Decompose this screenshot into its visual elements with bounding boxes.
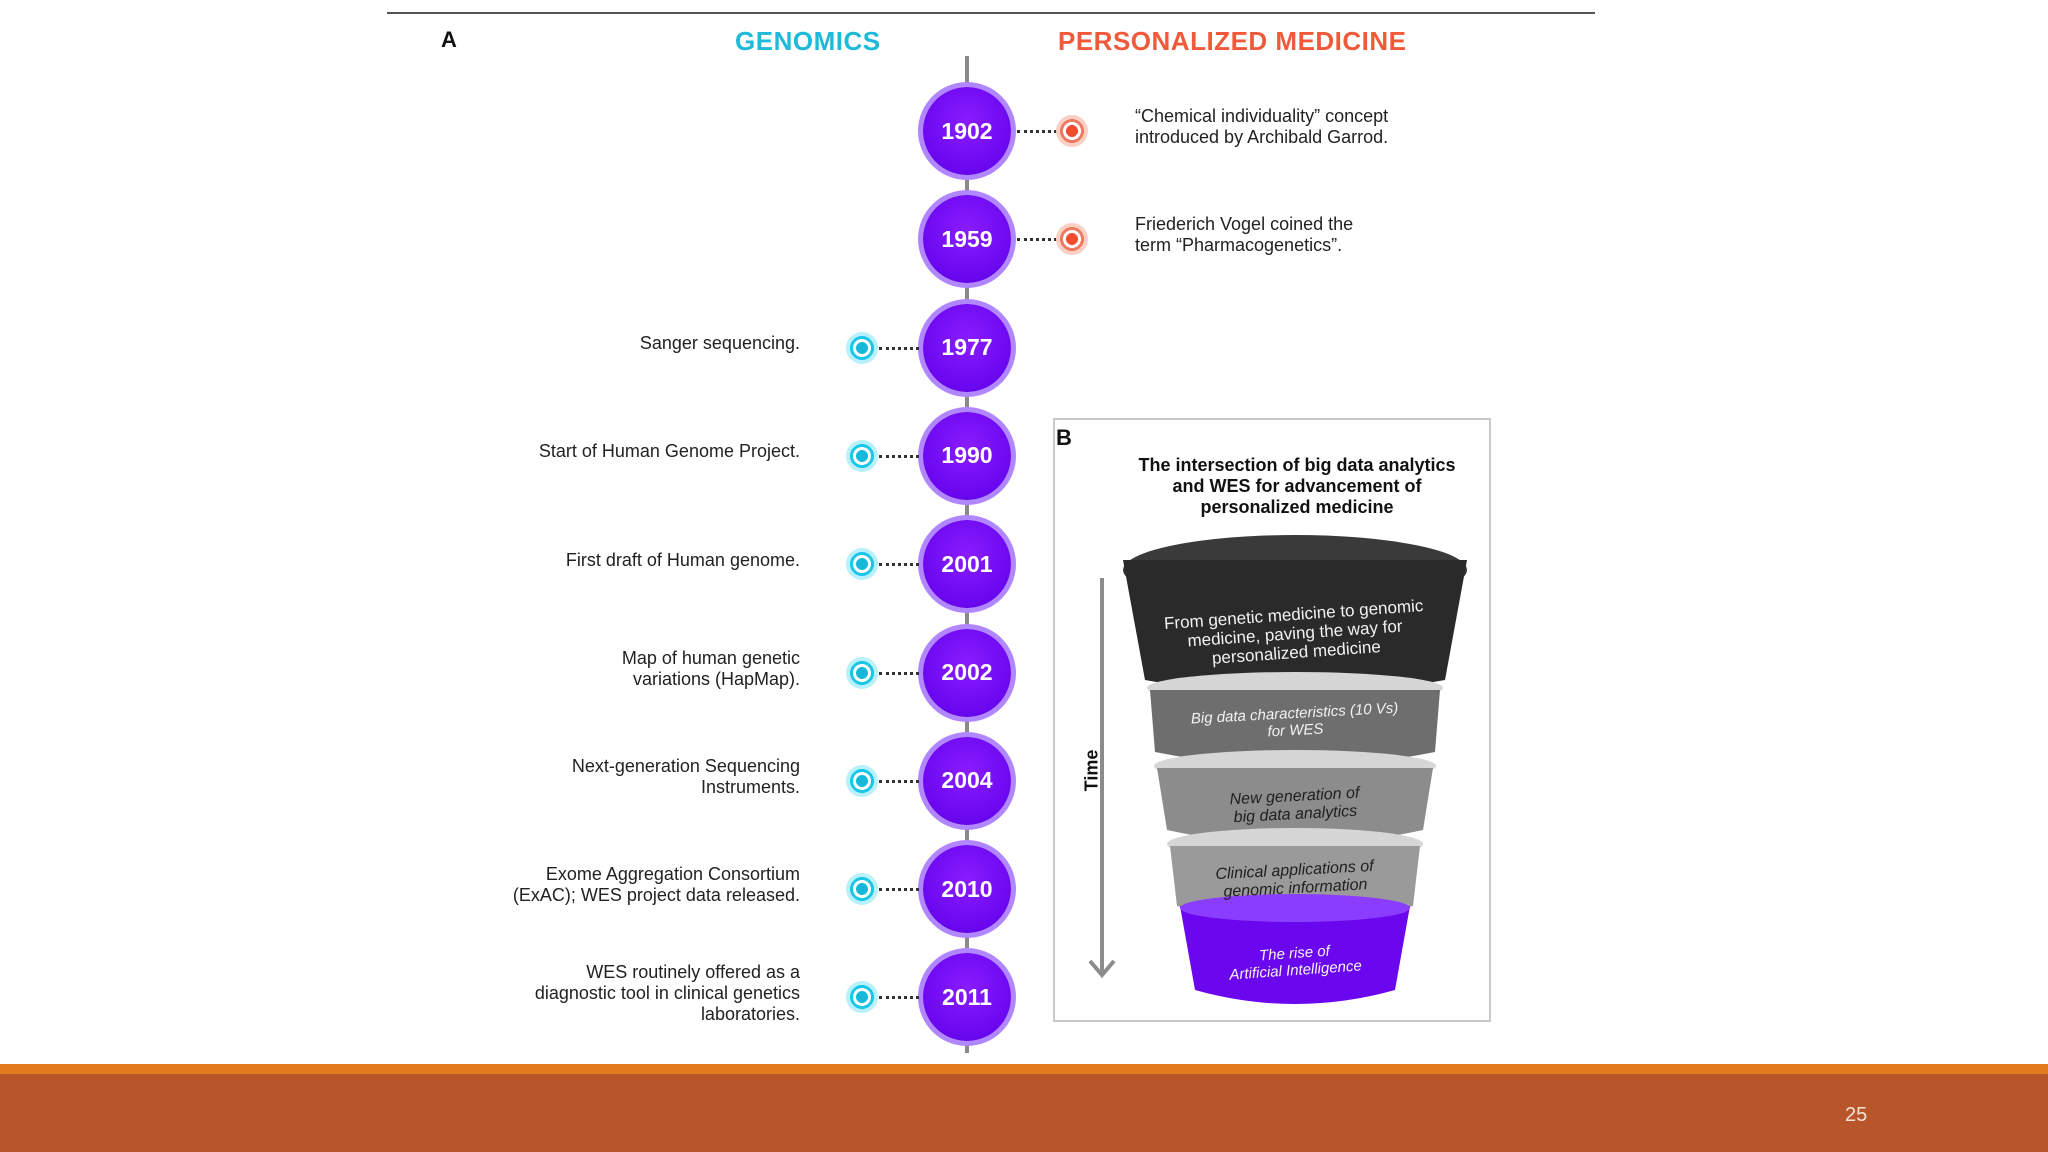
genomics-heading: GENOMICS (735, 26, 881, 56)
genomics-marker-icon (846, 548, 878, 581)
genomics-marker-icon (846, 331, 878, 364)
event-line: diagnostic tool in clinical genetics (534, 982, 800, 1003)
connector (879, 346, 919, 350)
year-node-1902: 1902 (923, 87, 1011, 175)
time-axis-label: Time (1081, 749, 1102, 792)
event-line: “Chemical individuality” concept (1135, 106, 1389, 126)
funnel-layer-5 (1180, 906, 1410, 1004)
page-number: 25 (1845, 1104, 1868, 1126)
event-line: WES routinely offered as a (586, 961, 800, 982)
panel-b-label: B (1056, 425, 1072, 450)
funnel-ai-top (1180, 894, 1410, 922)
funnel-diagram (1123, 535, 1467, 1004)
event-line: Instruments. (700, 776, 800, 797)
footer-band (0, 1064, 2048, 1152)
funnel-layer-3 (1157, 768, 1433, 844)
year-node-1977: 1977 (923, 303, 1011, 392)
connector (879, 563, 919, 567)
year-node-2010: 2010 (923, 845, 1011, 934)
top-rule (387, 12, 1595, 14)
genomics-event-text: Exome Aggregation Consortium(ExAC); WES … (440, 864, 800, 906)
connector (879, 671, 919, 675)
year-node-2004: 2004 (923, 736, 1011, 825)
genomics-event-text: Start of Human Genome Project. (440, 441, 800, 462)
connector (879, 996, 919, 1000)
genomics-marker-icon (846, 764, 878, 797)
event-line: introduced by Archibald Garrod. (1135, 127, 1389, 147)
genomics-marker-icon (846, 873, 878, 906)
event-line: Next-generation Sequencing (571, 755, 800, 776)
event-line: variations (HapMap). (632, 668, 800, 689)
event-line: term “Pharmacogenetics”. (1135, 235, 1343, 256)
funnel-layer-1 (1123, 560, 1467, 694)
time-arrow (1088, 578, 1116, 979)
connector (879, 888, 919, 892)
event-line: Map of human genetic (621, 647, 800, 668)
event-line: laboratories. (700, 1003, 800, 1024)
personalized-medicine-marker-icon (1056, 115, 1088, 147)
event-line: Sanger sequencing. (639, 333, 800, 354)
connector (1017, 130, 1057, 133)
connector (879, 454, 919, 458)
genomics-event-text: First draft of Human genome. (440, 550, 800, 571)
personalized-medicine-marker-icon (1056, 223, 1088, 256)
footer-stripe (0, 1064, 2048, 1074)
event-line: First draft of Human genome. (565, 549, 800, 570)
year-node-1959: 1959 (923, 195, 1011, 284)
event-line: (ExAC); WES project data released. (512, 885, 800, 906)
year-node-1990: 1990 (923, 411, 1011, 500)
panel-b-title-line: personalized medicine (1200, 497, 1394, 517)
panel-b-title-line: The intersection of big data analytics (1138, 455, 1456, 475)
genomics-event-text: Sanger sequencing. (440, 333, 800, 354)
funnel-layer-2 (1150, 690, 1440, 766)
event-line: Exome Aggregation Consortium (545, 864, 800, 885)
year-node-2011: 2011 (923, 953, 1011, 1042)
connector (1017, 238, 1057, 242)
year-node-2001: 2001 (923, 520, 1011, 609)
genomics-marker-icon (846, 439, 878, 472)
event-line: Start of Human Genome Project. (538, 441, 800, 462)
year-node-2002: 2002 (923, 628, 1011, 717)
event-line: Friederich Vogel coined the (1135, 214, 1354, 235)
genomics-marker-icon (846, 656, 878, 689)
panel-b-title-line: and WES for advancement of (1172, 476, 1422, 496)
panel-a-label: A (441, 27, 457, 52)
personalized-medicine-heading: PERSONALIZED MEDICINE (1058, 26, 1407, 56)
connector (879, 779, 919, 783)
genomics-marker-icon (846, 981, 878, 1014)
